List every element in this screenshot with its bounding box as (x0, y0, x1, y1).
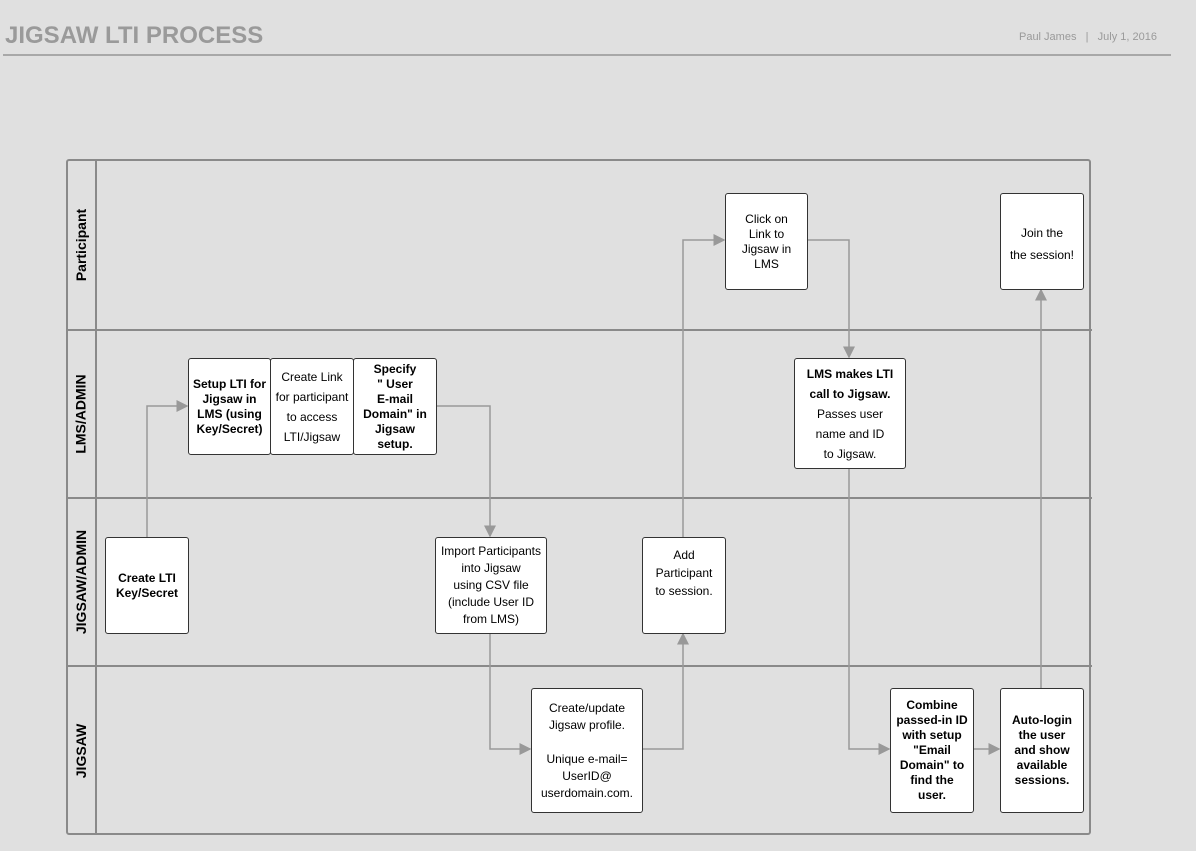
box-text-line: Setup LTI for (192, 376, 267, 391)
box-text-line: Create Link (281, 369, 343, 384)
box-text-line: name and ID (815, 426, 885, 441)
box-text-line: Create/update (548, 700, 626, 715)
box-text-line: Auto-login (1012, 713, 1072, 727)
arrow-import-to-profile (489, 633, 532, 755)
box-text-line: Jigsaw in (202, 391, 257, 406)
lane-divider (66, 329, 1092, 331)
box-text-line: Add (673, 548, 695, 562)
box-text-line: UserID@ (562, 768, 612, 783)
box-text-line: Import Participants (440, 544, 542, 558)
box-text-line: Jigsaw profile. (548, 717, 626, 732)
date: July 1, 2016 (1097, 31, 1157, 43)
lane-divider (66, 665, 1092, 667)
arrow-key-to-setup (146, 400, 189, 537)
box-text-line: Click on (745, 211, 788, 226)
box-text-line: from LMS) (462, 612, 519, 626)
header-rule (3, 54, 1171, 56)
box-text-line: " User (377, 376, 413, 391)
box-import-participants: Import Participants into Jigsaw using CSV … (435, 537, 547, 634)
box-text-line: and show (1014, 743, 1070, 757)
arrow-profile-to-add (642, 632, 689, 750)
box-text-line: (include User ID (447, 595, 535, 609)
box-text-line: user. (917, 788, 947, 802)
box-text-line: Key/Secret (115, 585, 179, 600)
label-column-divider (95, 159, 97, 835)
box-text-line (585, 734, 588, 751)
page-title: JIGSAW LTI PROCESS (5, 22, 264, 49)
box-text-line: available (1016, 758, 1068, 772)
box-text-line: Key/Secret) (196, 421, 263, 436)
box-text-line: Participant (655, 566, 713, 580)
box-text-line: sessions. (1014, 773, 1070, 787)
box-text-line: to Jigsaw. (823, 446, 877, 461)
arrow-click-to-lms (807, 239, 855, 359)
author: Paul James (1018, 31, 1077, 43)
box-text-line: the session! (1009, 248, 1075, 262)
arrow-add-to-click (682, 234, 726, 537)
box-text-line: Join the (1020, 226, 1064, 240)
box-text-line: for participant (275, 389, 349, 404)
box-text-line: Specify (373, 361, 417, 376)
box-text-line: find the (910, 773, 954, 787)
box-text-line: the user (1018, 728, 1066, 742)
box-text-line: userdomain.com. (540, 785, 634, 800)
box-text-line: with setup (902, 728, 962, 742)
box-text-line: LTI/Jigsaw (283, 429, 341, 444)
lane-divider (66, 497, 1092, 499)
author-date: Paul James | July 1, 2016 (1019, 31, 1157, 43)
box-text-line: Create LTI (118, 570, 176, 585)
box-text-line: LMS (using (197, 406, 262, 421)
box-text-line: LMS makes LTI (806, 366, 894, 381)
box-text-line: into Jigsaw (461, 561, 521, 575)
box-text-line: LMS (754, 256, 779, 271)
box-text-line: Domain" to (899, 758, 965, 772)
box-text-line: setup. (377, 436, 413, 451)
box-text-line: Unique e-mail= (546, 751, 628, 766)
box-text-line: call to Jigsaw. (809, 386, 891, 401)
box-text-line: using CSV file (453, 578, 529, 592)
arrow-lms-to-combine (848, 468, 891, 755)
box-lms-makes-call: LMS makes LTI call to Jigsaw. Passes user n… (794, 358, 906, 469)
box-text-line: passed-in ID (896, 713, 968, 727)
arrow-specify-to-import (436, 405, 496, 538)
box-text-line: Passes user (816, 406, 884, 421)
box-text-line: to access (286, 409, 338, 424)
box-join-session: Join the the session! (1000, 193, 1084, 290)
box-text-line: Link to (748, 226, 785, 241)
box-text-line: E-mail (376, 391, 413, 406)
box-text-line: Combine (906, 698, 958, 712)
box-text-line: Jigsaw in (741, 241, 792, 256)
box-text-line: Domain" in (363, 406, 427, 421)
box-text-line: to session. (655, 584, 713, 598)
separator: | (1085, 31, 1089, 43)
box-text-line: Jigsaw (374, 421, 416, 436)
box-text-line: "Email (913, 743, 951, 757)
